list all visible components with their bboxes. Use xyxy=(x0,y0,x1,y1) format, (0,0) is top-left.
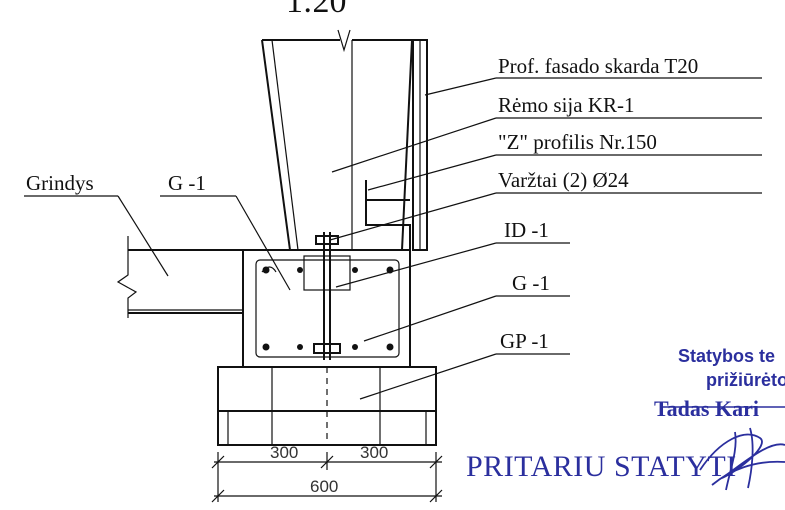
foundation-beam-g1 xyxy=(242,249,411,368)
label-varztai: Varžtai (2) Ø24 xyxy=(498,168,629,192)
label-gp1: GP -1 xyxy=(500,329,549,353)
label-z-profilis: "Z" profilis Nr.150 xyxy=(498,130,657,154)
stamp-line-2: prižiūrėto xyxy=(706,370,785,390)
dimension-lines xyxy=(211,452,443,503)
floor-slab xyxy=(116,236,243,318)
dimension-right: 300 xyxy=(360,443,388,462)
label-g1-right: G -1 xyxy=(512,271,550,295)
handwritten-signature xyxy=(699,427,785,491)
z-profile xyxy=(365,180,411,250)
leader-lines xyxy=(24,77,762,400)
label-remo-sija: Rėmo sija KR-1 xyxy=(498,93,635,117)
dimension-total: 600 xyxy=(310,477,338,496)
anchor-bolts xyxy=(303,232,351,360)
approval-stamp: PRITARIU STATYTI xyxy=(466,450,737,483)
stamp-line-1: Statybos te xyxy=(678,346,775,366)
label-g1-left: G -1 xyxy=(168,171,206,195)
dimension-left: 300 xyxy=(270,443,298,462)
scale-label: 1:20 xyxy=(286,0,346,20)
label-grindys: Grindys xyxy=(26,171,94,195)
label-fasado-skarda: Prof. fasado skarda T20 xyxy=(498,54,698,78)
stamp-name: Tadas Kari xyxy=(654,396,759,421)
label-id1: ID -1 xyxy=(504,218,549,242)
footing-gp1 xyxy=(217,366,437,446)
frame-beam-kr1 xyxy=(261,29,413,251)
